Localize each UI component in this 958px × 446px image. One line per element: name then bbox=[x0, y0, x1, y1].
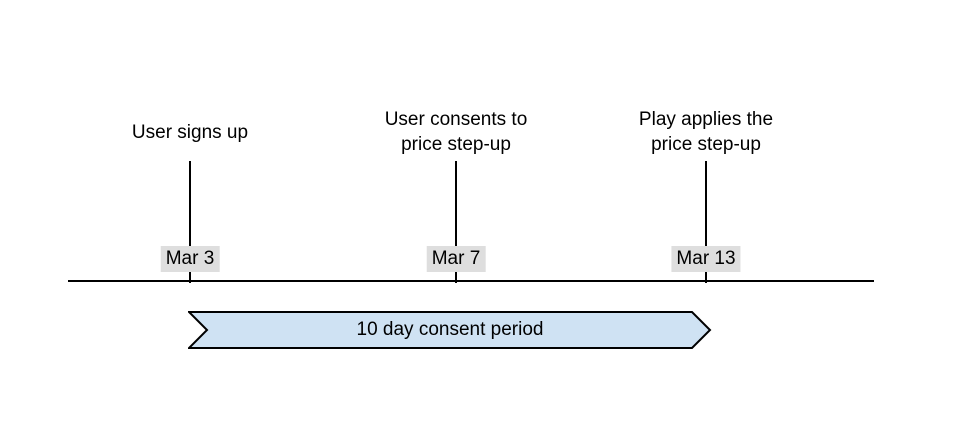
banner-label: 10 day consent period bbox=[356, 319, 544, 340]
consent-period-banner: 10 day consent period bbox=[188, 311, 712, 349]
event-title: User consents to price step-up bbox=[384, 109, 528, 155]
event-tick-line bbox=[705, 161, 707, 283]
event-date-label: Mar 3 bbox=[160, 246, 220, 272]
timeline-event-consent: User consents to price step-up Mar 7 bbox=[346, 103, 566, 283]
banner-chevron-polygon bbox=[188, 311, 712, 349]
timeline-event-signup: User signs up Mar 3 bbox=[80, 103, 300, 283]
event-title: User signs up bbox=[131, 121, 249, 143]
event-title: Play applies the price step-up bbox=[638, 109, 774, 155]
banner-chevron-shape bbox=[188, 311, 712, 349]
event-date-label: Mar 13 bbox=[671, 246, 741, 272]
event-date-label: Mar 7 bbox=[426, 246, 486, 272]
event-tick-line bbox=[455, 161, 457, 283]
event-title-area: User consents to price step-up bbox=[366, 103, 546, 161]
event-title-area: Play applies the price step-up bbox=[616, 103, 796, 161]
timeline-event-apply: Play applies the price step-up Mar 13 bbox=[596, 103, 816, 283]
event-tick-line bbox=[189, 161, 191, 283]
timeline-axis bbox=[68, 280, 874, 282]
event-title-area: User signs up bbox=[132, 103, 248, 161]
